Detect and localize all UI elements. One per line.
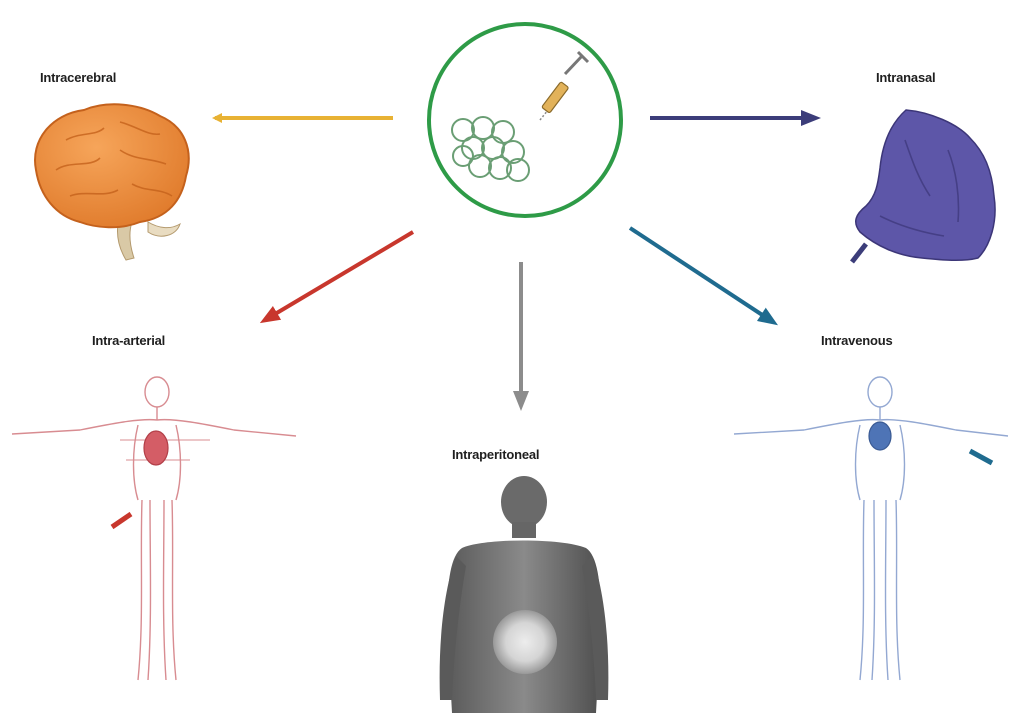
label-intravenous: Intravenous: [821, 333, 892, 348]
arterial-body-icon: [12, 377, 296, 680]
brain-icon: [35, 104, 189, 260]
torso-icon: [440, 476, 609, 713]
label-intra-arterial: Intra-arterial: [92, 333, 165, 348]
label-intraperitoneal: Intraperitoneal: [452, 447, 539, 462]
label-intracerebral: Intracerebral: [40, 70, 116, 85]
label-intranasal: Intranasal: [876, 70, 935, 85]
center-node: [429, 24, 621, 216]
arrow-intravenous: [630, 228, 773, 322]
nasal-pointer-icon: [852, 244, 866, 262]
peritoneal-highlight: [493, 610, 557, 674]
arrow-intraarterial: [265, 232, 413, 320]
nose-icon: [852, 110, 995, 262]
arterial-pointer-icon: [112, 514, 131, 527]
venous-body-icon: [734, 377, 1008, 680]
venous-pointer-icon: [970, 451, 992, 463]
